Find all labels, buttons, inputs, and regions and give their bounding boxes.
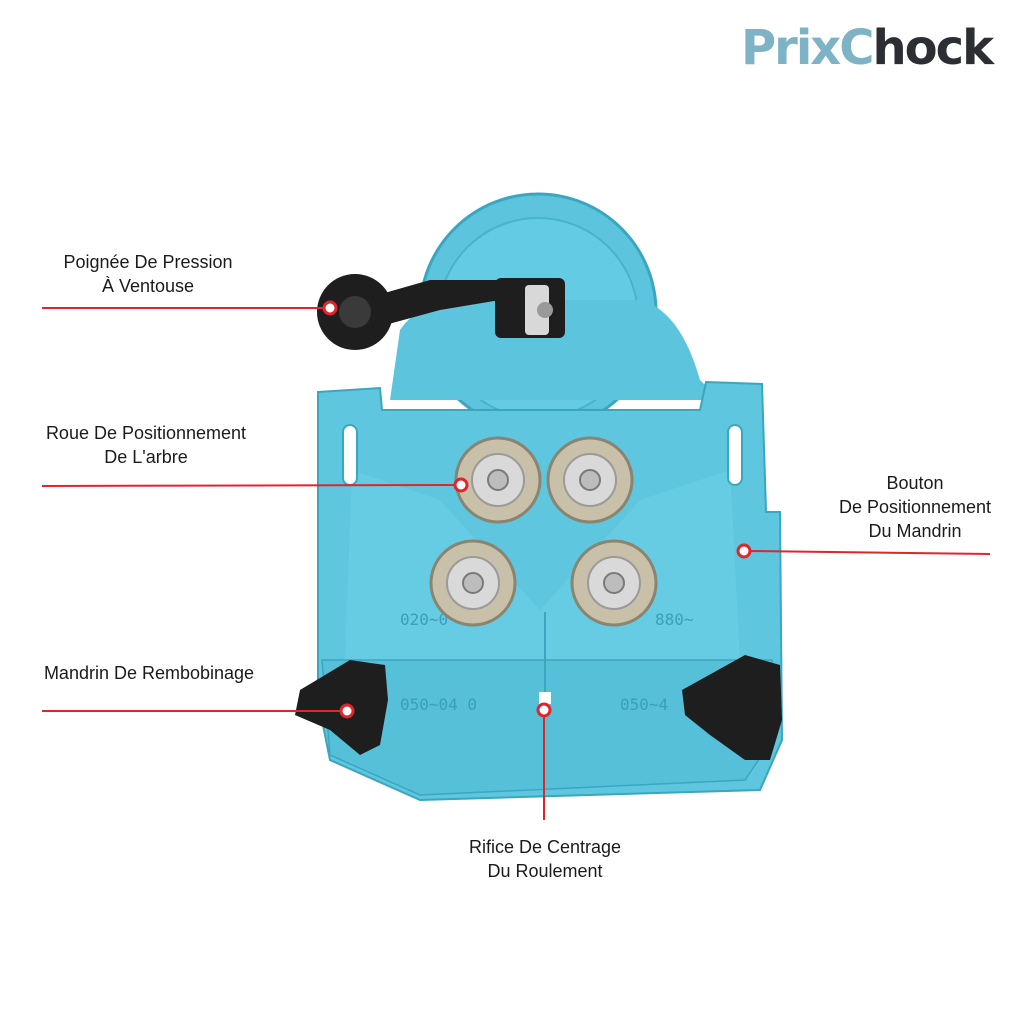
bearing xyxy=(546,436,634,524)
callout-text-line: Bouton xyxy=(886,473,944,493)
callout-chuck-knob: Bouton De Positionnement Du Mandrin xyxy=(830,471,1000,543)
callout-text-line: De L'arbre xyxy=(104,447,188,467)
brand-logo-part2: C xyxy=(839,20,874,76)
bearings xyxy=(429,436,658,627)
callout-suction-handle: Poignée De Pression À Ventouse xyxy=(58,250,238,298)
svg-text:880~: 880~ xyxy=(655,610,694,629)
bearing xyxy=(570,539,658,627)
callout-text-line: De Positionnement xyxy=(838,497,992,517)
callout-text-line: Du Mandrin xyxy=(868,521,962,541)
svg-text:050~4: 050~4 xyxy=(620,695,668,714)
callout-text-line: Rifice De Centrage xyxy=(468,837,622,857)
callout-text-line: À Ventouse xyxy=(101,276,195,296)
svg-text:020~0: 020~0 xyxy=(400,610,448,629)
right-knob xyxy=(682,655,782,760)
callout-rewind-chuck: Mandrin De Rembobinage xyxy=(36,661,262,685)
bearing xyxy=(454,436,542,524)
bearing xyxy=(429,539,517,627)
callout-text-line: Du Roulement xyxy=(487,861,603,881)
brand-logo-part1: Prix xyxy=(740,20,841,76)
callout-text-line: Mandrin De Rembobinage xyxy=(43,663,255,683)
brand-logo: PrixChock xyxy=(741,24,994,72)
suction-handle xyxy=(317,274,565,350)
svg-text:050~04 0: 050~04 0 xyxy=(400,695,477,714)
callout-centering-hole: Rifice De Centrage Du Roulement xyxy=(460,835,630,883)
callout-positioning-wheel: Roue De Positionnement De L'arbre xyxy=(38,421,254,469)
brand-logo-part3: hock xyxy=(872,20,994,76)
callout-text-line: Roue De Positionnement xyxy=(45,423,247,443)
callout-lines xyxy=(41,300,991,820)
callout-text-line: Poignée De Pression xyxy=(63,252,233,272)
